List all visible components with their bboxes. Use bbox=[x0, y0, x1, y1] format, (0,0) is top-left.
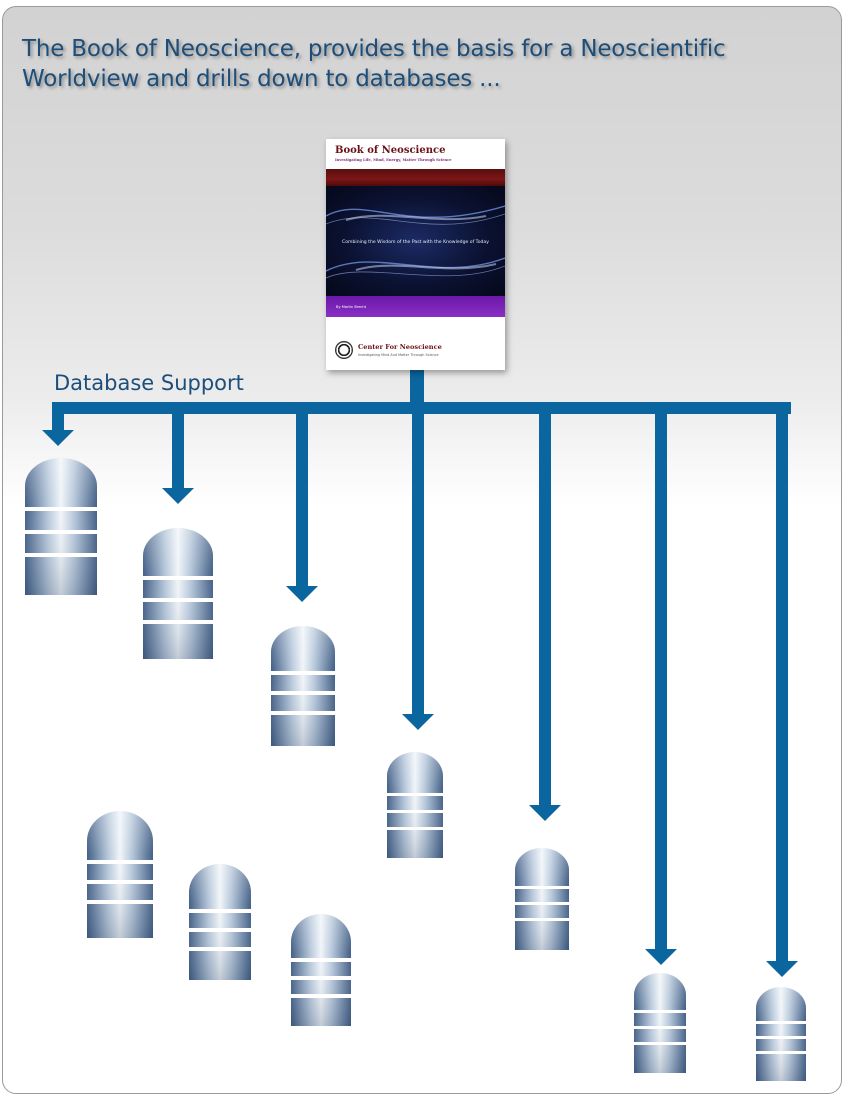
databases bbox=[25, 458, 806, 1081]
arrowhead-1 bbox=[42, 430, 74, 446]
arrowhead-4 bbox=[402, 714, 434, 730]
arrowhead-2 bbox=[162, 488, 194, 504]
database-icon bbox=[25, 458, 97, 595]
connector-tree bbox=[42, 370, 798, 977]
database-icon bbox=[271, 626, 335, 746]
book-publisher: Center For Neoscience bbox=[358, 343, 442, 351]
database-support-label: Database Support bbox=[54, 371, 244, 395]
database-icon bbox=[143, 528, 213, 659]
book-title: Book of Neoscience bbox=[335, 145, 446, 156]
trunk-from-book bbox=[410, 370, 424, 404]
book-purple-band bbox=[326, 296, 505, 317]
cover-swirl-graphic bbox=[326, 205, 505, 279]
database-icon bbox=[291, 914, 351, 1026]
arrowhead-6 bbox=[645, 949, 677, 965]
book-publisher-tagline: Investigating Mind And Matter Through Sc… bbox=[358, 353, 439, 357]
arrowhead-7 bbox=[766, 961, 798, 977]
arrowhead-5 bbox=[529, 805, 561, 821]
database-icon bbox=[515, 848, 569, 950]
database-icon bbox=[189, 864, 251, 980]
database-icon bbox=[634, 973, 686, 1073]
database-icon bbox=[387, 752, 443, 858]
book-red-band bbox=[326, 169, 505, 186]
arrowhead-3 bbox=[286, 586, 318, 602]
book-cover-art bbox=[326, 186, 505, 296]
database-icon bbox=[87, 811, 153, 938]
slide-headline: The Book of Neoscience, provides the bas… bbox=[22, 36, 726, 92]
publisher-logo-icon bbox=[335, 341, 353, 359]
book-cover-image: Book of Neoscience Investigating Life, M… bbox=[326, 139, 505, 370]
database-icon bbox=[756, 987, 806, 1081]
book-author: By Martin Brecht bbox=[336, 305, 367, 309]
book-subtitle: Investigating Life, Mind, Energy, Matter… bbox=[335, 158, 452, 162]
book-tagline: Combining the Wisdom of the Past with th… bbox=[342, 240, 489, 245]
